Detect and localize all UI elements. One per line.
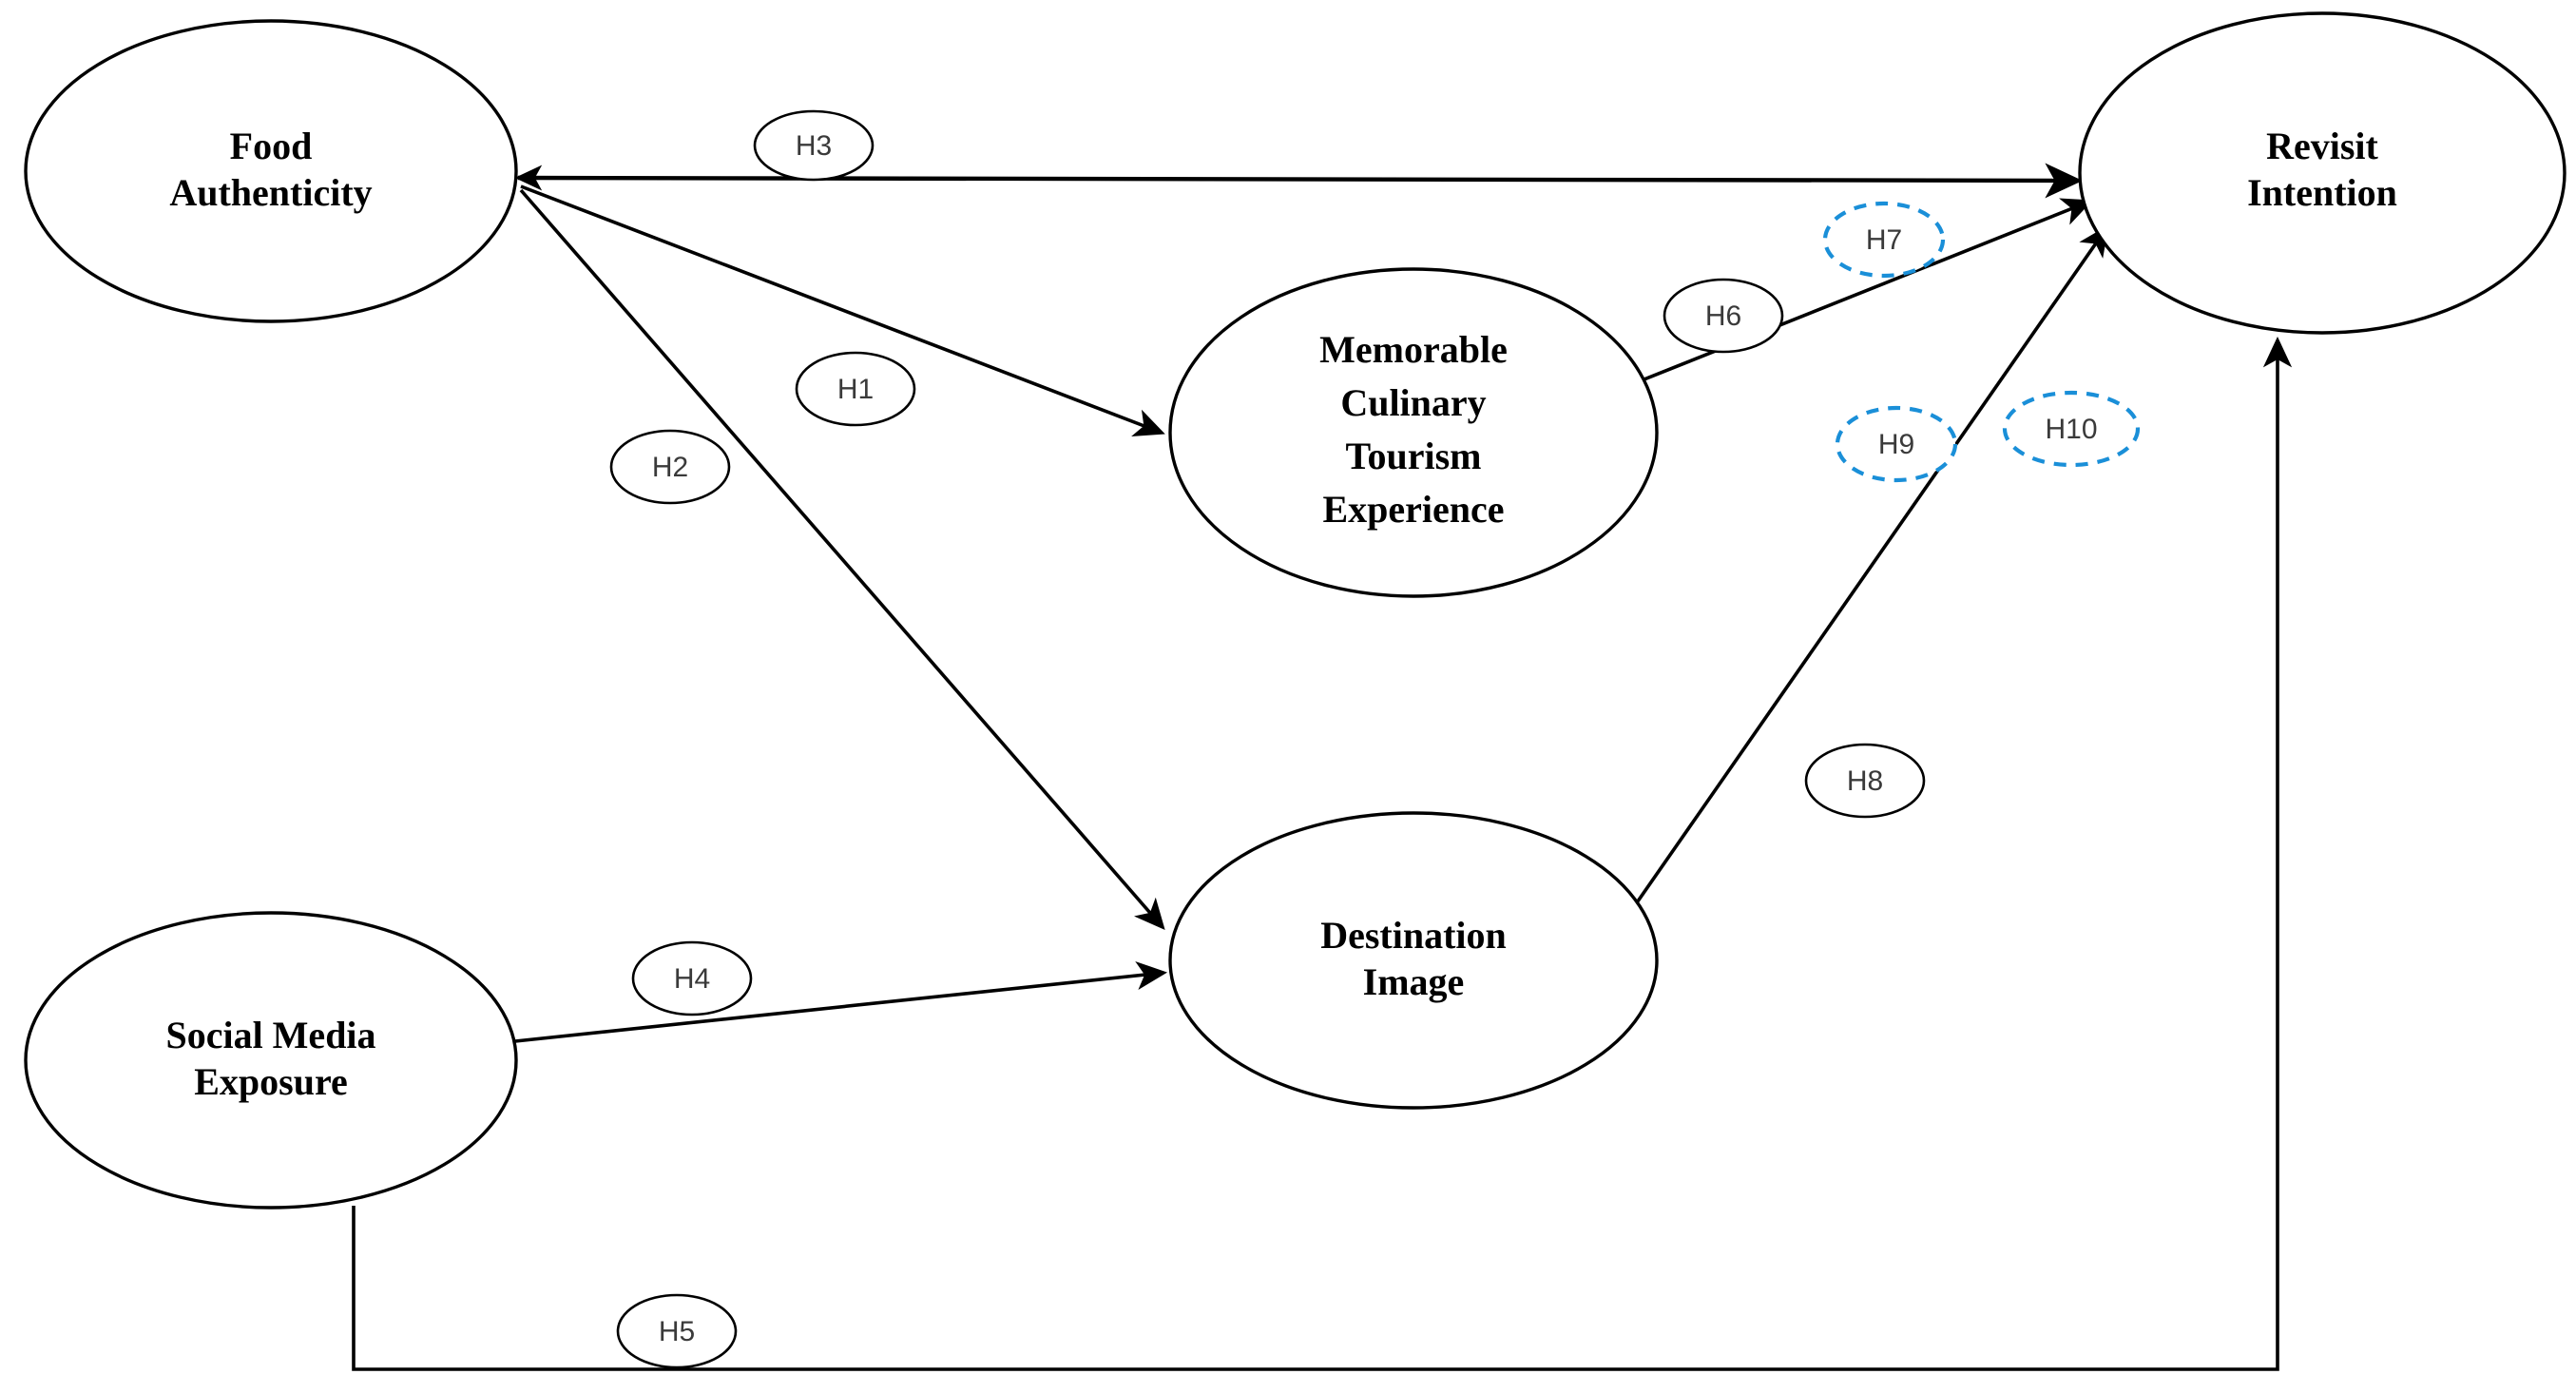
hypothesis-ellipse-h2 [609,429,731,505]
hypothesis-label-h2: H2 [652,452,688,483]
hypothesis-badge-h6[interactable]: H6 [1663,278,1784,354]
hypothesis-label-h1: H1 [837,374,874,405]
construct-label-social-media-exposure-line2: Exposure [194,1060,348,1103]
construct-ellipse-memorable-culinary-tourism-experience [1168,267,1659,598]
hypothesis-label-h6: H6 [1705,300,1741,332]
construct-ellipse-food-authenticity [24,19,518,323]
hypothesis-ellipse-h1 [795,351,916,427]
hypothesis-label-h10: H10 [2045,414,2097,445]
construct-label-social-media-exposure-line1: Social Media [165,1014,375,1056]
construct-label-food-authenticity-line2: Authenticity [169,171,372,214]
construct-label-mcte-line2: Culinary [1340,381,1486,424]
construct-food-authenticity[interactable]: Food Authenticity [24,19,518,323]
relationship-line-h5 [352,336,2293,1371]
relationship-line-h4 [514,960,1168,1043]
hypothesis-ellipse-h5 [616,1293,738,1369]
construct-social-media-exposure[interactable]: Social Media Exposure [24,911,518,1210]
construct-ellipse-revisit-intention [2078,11,2566,335]
construct-label-revisit-intention-line1: Revisit [2266,125,2378,167]
hypothesis-label-h4: H4 [674,963,710,995]
hypothesis-badge-h1[interactable]: H1 [795,351,916,427]
relationship-lines [352,163,2293,1371]
hypothesis-label-h9: H9 [1878,429,1914,460]
hypothesis-ellipse-h7 [1822,201,1946,279]
hypothesis-ellipse-h4 [631,940,753,1016]
hypothesis-ellipse-h9 [1835,405,1958,483]
hypothesis-ellipse-h6 [1663,278,1784,354]
hypothesis-badge-h9[interactable]: H9 [1835,405,1958,483]
hypothesis-ellipse-h10 [2002,390,2141,468]
construct-ellipse-destination-image [1168,811,1659,1110]
hypothesis-label-h3: H3 [796,130,832,162]
hypothesis-badge-h5[interactable]: H5 [616,1293,738,1369]
hypothesis-label-h8: H8 [1847,765,1883,797]
construct-label-destination-image-line2: Image [1363,960,1465,1003]
hypothesis-label-h7: H7 [1866,224,1902,256]
relationship-line-h3 [517,163,2083,199]
construct-label-mcte-line1: Memorable [1319,328,1508,371]
hypothesis-badge-h4[interactable]: H4 [631,940,753,1016]
construct-label-revisit-intention-line2: Intention [2247,171,2397,214]
relationship-line-h6 [1612,198,2093,394]
construct-label-mcte-line4: Experience [1322,488,1504,531]
construct-memorable-culinary-tourism-experience[interactable]: Memorable Culinary Tourism Experience [1168,267,1659,598]
construct-label-mcte-line3: Tourism [1345,435,1481,477]
construct-destination-image[interactable]: Destination Image [1168,811,1659,1110]
hypothesis-badge-h8[interactable]: H8 [1804,743,1926,819]
construct-label-food-authenticity-line1: Food [230,125,313,167]
hypothesis-badge-h10[interactable]: H10 [2002,390,2141,468]
relationship-line-h2 [519,188,1165,931]
construct-ellipse-social-media-exposure [24,911,518,1210]
relationship-line-h1 [520,184,1165,436]
construct-label-destination-image-line1: Destination [1320,914,1507,957]
hypothesis-badge-h2[interactable]: H2 [609,429,731,505]
hypothesis-badge-h7[interactable]: H7 [1822,201,1946,279]
hypothesis-ellipse-h8 [1804,743,1926,819]
hypothesis-label-h5: H5 [659,1316,695,1347]
hypothesis-badge-h3[interactable]: H3 [753,109,875,182]
relationship-line-h8 [1631,224,2109,910]
hypothesis-ellipse-h3 [753,109,875,182]
construct-revisit-intention[interactable]: Revisit Intention [2078,11,2566,335]
